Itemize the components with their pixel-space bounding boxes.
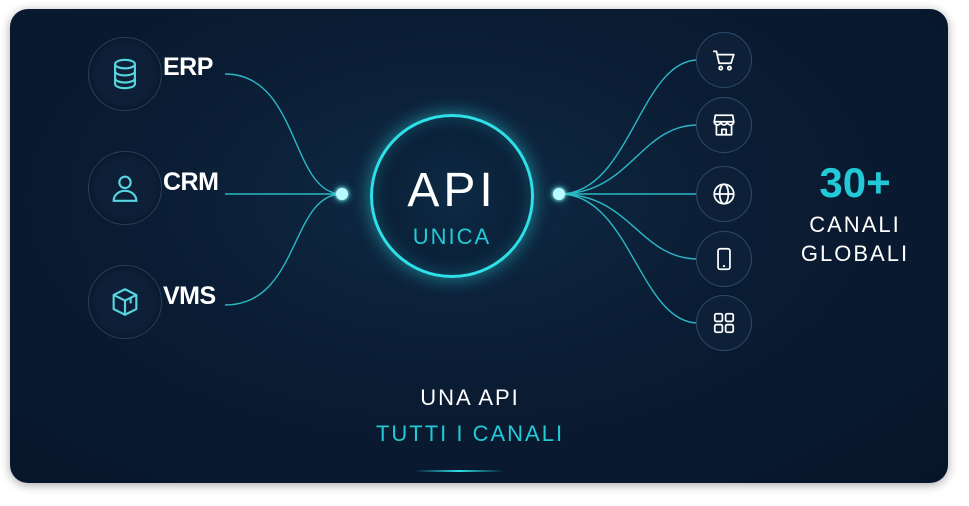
channel-cart	[696, 32, 752, 88]
channel-store	[696, 97, 752, 153]
box-icon	[112, 288, 138, 316]
wire-vms	[224, 193, 343, 306]
apps-grid-icon	[713, 312, 735, 334]
wire-ch2	[559, 124, 699, 195]
wire-erp	[224, 73, 343, 195]
user-icon	[112, 175, 138, 202]
stat-line-2: GLOBALI	[800, 241, 910, 266]
channel-web	[696, 166, 752, 222]
phone-icon	[717, 247, 731, 271]
connection-lines	[224, 59, 699, 324]
stat-number: 30+	[819, 159, 891, 206]
store-icon	[713, 114, 735, 136]
source-crm	[88, 151, 162, 225]
hub-title: API	[407, 164, 497, 217]
globe-icon	[713, 183, 735, 205]
wire-ch1	[559, 59, 699, 195]
hub-input-node	[336, 188, 348, 200]
source-vms-label: VMS	[163, 282, 216, 310]
stat-line-1: CANALI	[809, 212, 901, 237]
hub-subtitle: UNICA	[412, 224, 492, 249]
source-erp-label: ERP	[163, 53, 213, 81]
cart-icon	[713, 50, 735, 71]
tagline-line-2: TUTTI I CANALI	[375, 421, 565, 446]
channel-mobile	[696, 231, 752, 287]
wire-ch4	[559, 193, 699, 260]
database-icon	[114, 58, 136, 90]
tagline-line-1: UNA API	[420, 385, 520, 410]
channel-apps	[696, 295, 752, 351]
diagram-card: ERP CRM VMS API UNICA	[10, 9, 948, 483]
source-crm-label: CRM	[163, 168, 219, 196]
wire-ch5	[559, 193, 699, 324]
hub-output-node	[553, 188, 565, 200]
source-vms	[88, 265, 162, 339]
api-hub: API UNICA	[370, 114, 534, 278]
source-erp	[88, 37, 162, 111]
tagline-underline	[415, 470, 503, 472]
